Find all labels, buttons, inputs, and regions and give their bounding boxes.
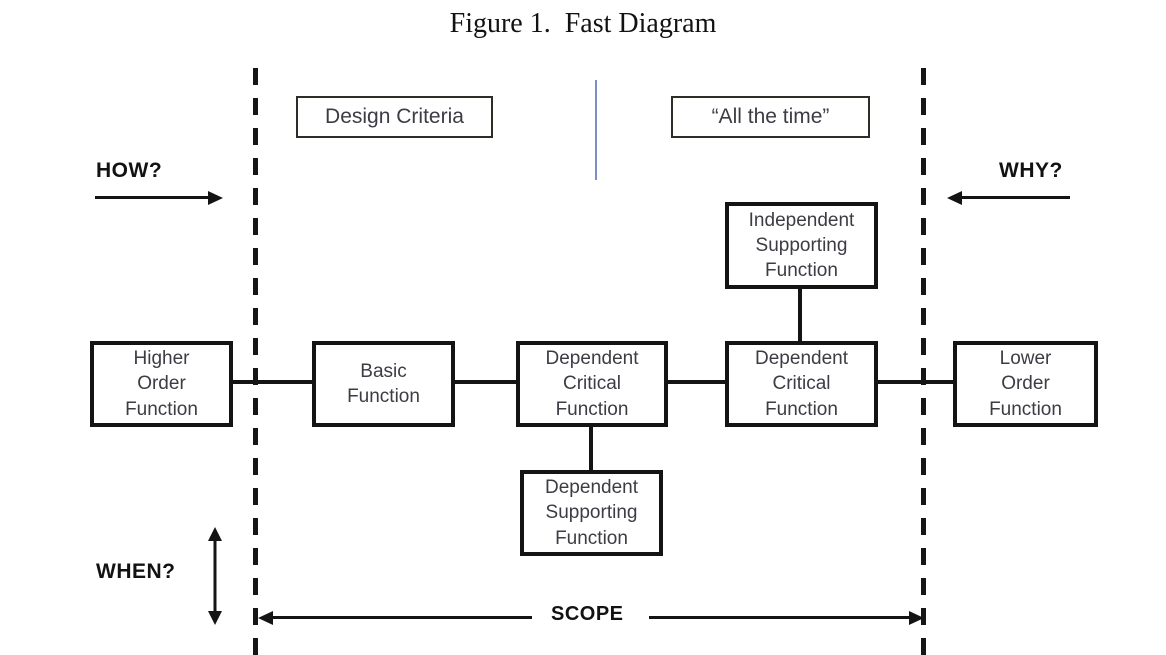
connector-independent-supporting xyxy=(798,287,802,343)
scope-arrow-right-icon xyxy=(909,611,924,625)
figure-title: Figure 1. Fast Diagram xyxy=(449,8,717,39)
higher-order-function-box: Higher Order Function xyxy=(90,341,233,427)
connector-critical1-to-critical2 xyxy=(666,380,727,384)
how-arrow-line xyxy=(95,196,212,199)
connector-critical2-to-lower xyxy=(876,380,955,384)
design-criteria-box: Design Criteria xyxy=(296,96,493,138)
scope-boundary-line-right xyxy=(921,68,926,655)
scope-label: SCOPE xyxy=(551,603,624,625)
how-arrow-right-icon xyxy=(208,191,223,205)
lower-order-function-box: Lower Order Function xyxy=(953,341,1098,427)
when-double-arrow-icon xyxy=(208,527,222,625)
why-arrow-line xyxy=(958,196,1070,199)
scope-arrow-left-icon xyxy=(258,611,273,625)
why-label: WHY? xyxy=(999,159,1063,182)
connector-basic-to-critical1 xyxy=(453,380,518,384)
independent-supporting-function-box: Independent Supporting Function xyxy=(725,202,878,289)
connector-dependent-supporting xyxy=(589,425,593,472)
how-label: HOW? xyxy=(96,159,163,182)
dependent-critical-function-box-1: Dependent Critical Function xyxy=(516,341,668,427)
dependent-supporting-function-box: Dependent Supporting Function xyxy=(520,470,663,556)
basic-function-box: Basic Function xyxy=(312,341,455,427)
dependent-critical-function-box-2: Dependent Critical Function xyxy=(725,341,878,427)
scope-arrow-left-line xyxy=(270,616,532,619)
all-the-time-box: “All the time” xyxy=(671,96,870,138)
scope-boundary-line-left xyxy=(253,68,258,655)
connector-higher-to-basic xyxy=(231,380,314,384)
center-divider-line xyxy=(595,80,597,180)
when-label: WHEN? xyxy=(96,560,176,583)
scope-arrow-right-line xyxy=(649,616,912,619)
why-arrow-left-icon xyxy=(947,191,962,205)
